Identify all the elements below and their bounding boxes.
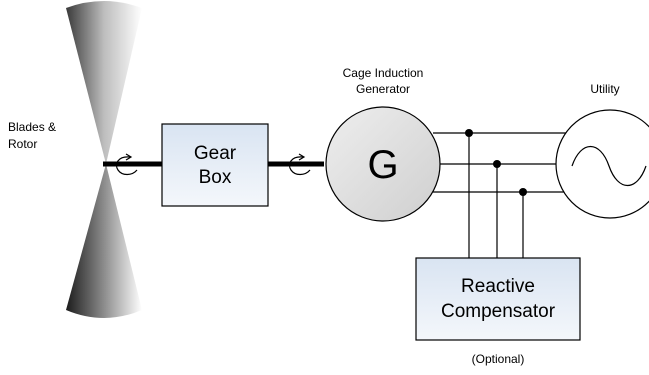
three-phase-lines [433, 132, 567, 258]
generator-title-line1: Cage Induction [343, 66, 424, 80]
upper-blade [66, 1, 142, 164]
junction-dot-c [519, 188, 527, 196]
rotation-arrow-rotor-icon [115, 153, 138, 176]
reactive-compensator-box [415, 257, 581, 341]
utility-circle [555, 109, 649, 219]
ac-sine-icon [571, 146, 647, 186]
blades-label-line2: Rotor [8, 137, 37, 151]
gearbox-box [161, 123, 269, 207]
junction-dot-a [465, 129, 473, 137]
rotor-blades [66, 1, 142, 318]
compensator-label-line1: Reactive [461, 276, 535, 297]
utility-label: Utility [590, 82, 619, 96]
compensator-label-line2: Compensator [441, 301, 556, 322]
optional-label: (Optional) [472, 352, 525, 366]
junction-dot-b [493, 160, 501, 168]
gearbox-label-line1: Gear [194, 143, 237, 164]
generator-title-line2: Generator [356, 82, 410, 96]
gearbox-label-line2: Box [199, 167, 232, 188]
lower-blade [66, 164, 142, 318]
generator-symbol: G [367, 143, 398, 187]
junction-dots [465, 129, 527, 196]
blades-label-line1: Blades & [8, 120, 56, 134]
rotation-arrow-generator-icon [288, 153, 311, 176]
